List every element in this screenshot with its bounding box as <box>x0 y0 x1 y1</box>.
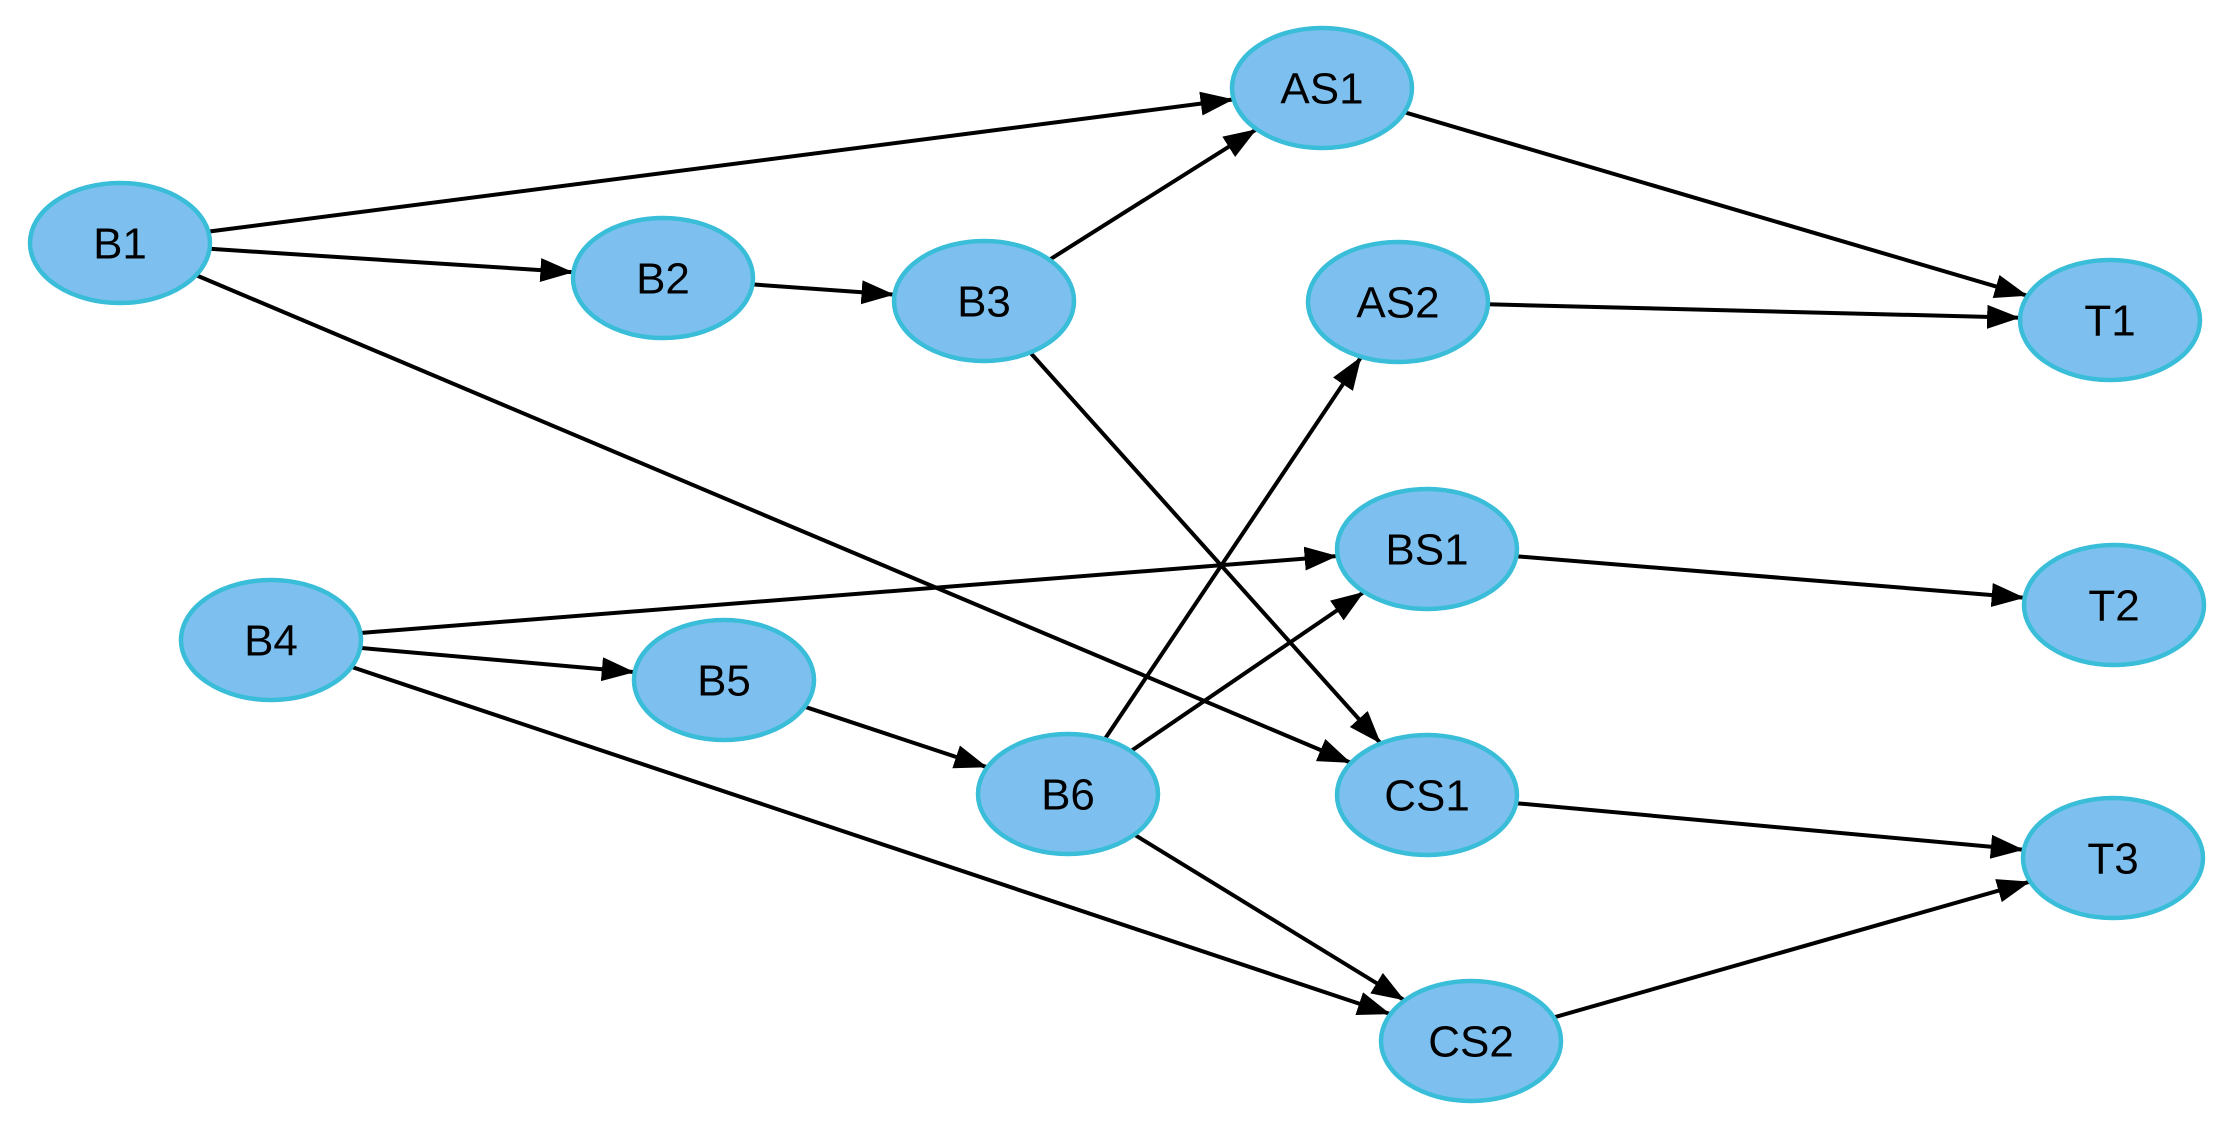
node-label-B2: B2 <box>636 254 690 303</box>
node-ellipse-T1 <box>2017 257 2203 383</box>
node-T3: T3 <box>2020 795 2206 921</box>
edges-layer <box>195 91 2031 1020</box>
node-BS1: BS1 <box>1334 486 1520 612</box>
node-CS2: CS2 <box>1378 978 1564 1104</box>
node-ellipse-B5 <box>631 617 817 743</box>
node-AS2: AS2 <box>1305 239 1491 365</box>
node-label-CS1: CS1 <box>1384 771 1470 820</box>
edge-B1-CS1 <box>195 273 1352 765</box>
node-label-AS2: AS2 <box>1356 278 1439 327</box>
edge-AS2-T1 <box>1487 302 2021 329</box>
edge-B6-AS2 <box>1103 355 1363 741</box>
node-T1: T1 <box>2017 257 2203 383</box>
node-ellipse-B2 <box>570 215 756 341</box>
edge-B3-CS1 <box>1028 351 1383 745</box>
node-label-T3: T3 <box>2087 834 2138 883</box>
edge-B4-CS2 <box>350 665 1392 1016</box>
node-label-BS1: BS1 <box>1385 525 1468 574</box>
node-ellipse-B3 <box>891 238 1077 364</box>
node-label-B4: B4 <box>244 616 298 665</box>
edge-CS2-T3 <box>1553 879 2031 1020</box>
node-label-B3: B3 <box>957 277 1011 326</box>
node-T2: T2 <box>2021 542 2207 668</box>
node-ellipse-BS1 <box>1334 486 1520 612</box>
node-label-B5: B5 <box>697 656 751 705</box>
node-label-CS2: CS2 <box>1428 1017 1514 1066</box>
edge-B3-AS1 <box>1048 127 1258 262</box>
node-B6: B6 <box>975 731 1161 857</box>
node-B2: B2 <box>570 215 756 341</box>
node-label-B6: B6 <box>1041 770 1095 819</box>
node-ellipse-B4 <box>178 577 364 703</box>
edge-BS1-T2 <box>1516 554 2025 607</box>
node-label-AS1: AS1 <box>1280 64 1363 113</box>
node-B4: B4 <box>178 577 364 703</box>
node-ellipse-AS2 <box>1305 239 1491 365</box>
node-B3: B3 <box>891 238 1077 364</box>
node-B5: B5 <box>631 617 817 743</box>
edge-CS1-T3 <box>1516 801 2024 859</box>
edge-B5-B6 <box>803 704 989 770</box>
node-ellipse-B1 <box>27 180 213 306</box>
node-B1: B1 <box>27 180 213 306</box>
edge-B4-B5 <box>360 645 635 682</box>
node-label-B1: B1 <box>93 219 147 268</box>
edge-B2-B3 <box>752 280 895 305</box>
node-ellipse-B6 <box>975 731 1161 857</box>
node-ellipse-T3 <box>2020 795 2206 921</box>
node-ellipse-T2 <box>2021 542 2207 668</box>
edge-B6-BS1 <box>1129 590 1366 753</box>
node-ellipse-CS1 <box>1334 732 1520 858</box>
node-ellipse-AS1 <box>1229 25 1415 151</box>
edge-AS1-T1 <box>1403 110 2029 298</box>
edge-B1-B2 <box>209 246 574 283</box>
node-CS1: CS1 <box>1334 732 1520 858</box>
edge-B1-AS1 <box>208 91 1234 234</box>
node-ellipse-CS2 <box>1378 978 1564 1104</box>
node-label-T1: T1 <box>2084 296 2135 345</box>
edge-B4-BS1 <box>360 546 1338 635</box>
node-AS1: AS1 <box>1229 25 1415 151</box>
edge-B6-CS2 <box>1133 832 1406 1003</box>
node-label-T2: T2 <box>2088 581 2139 630</box>
